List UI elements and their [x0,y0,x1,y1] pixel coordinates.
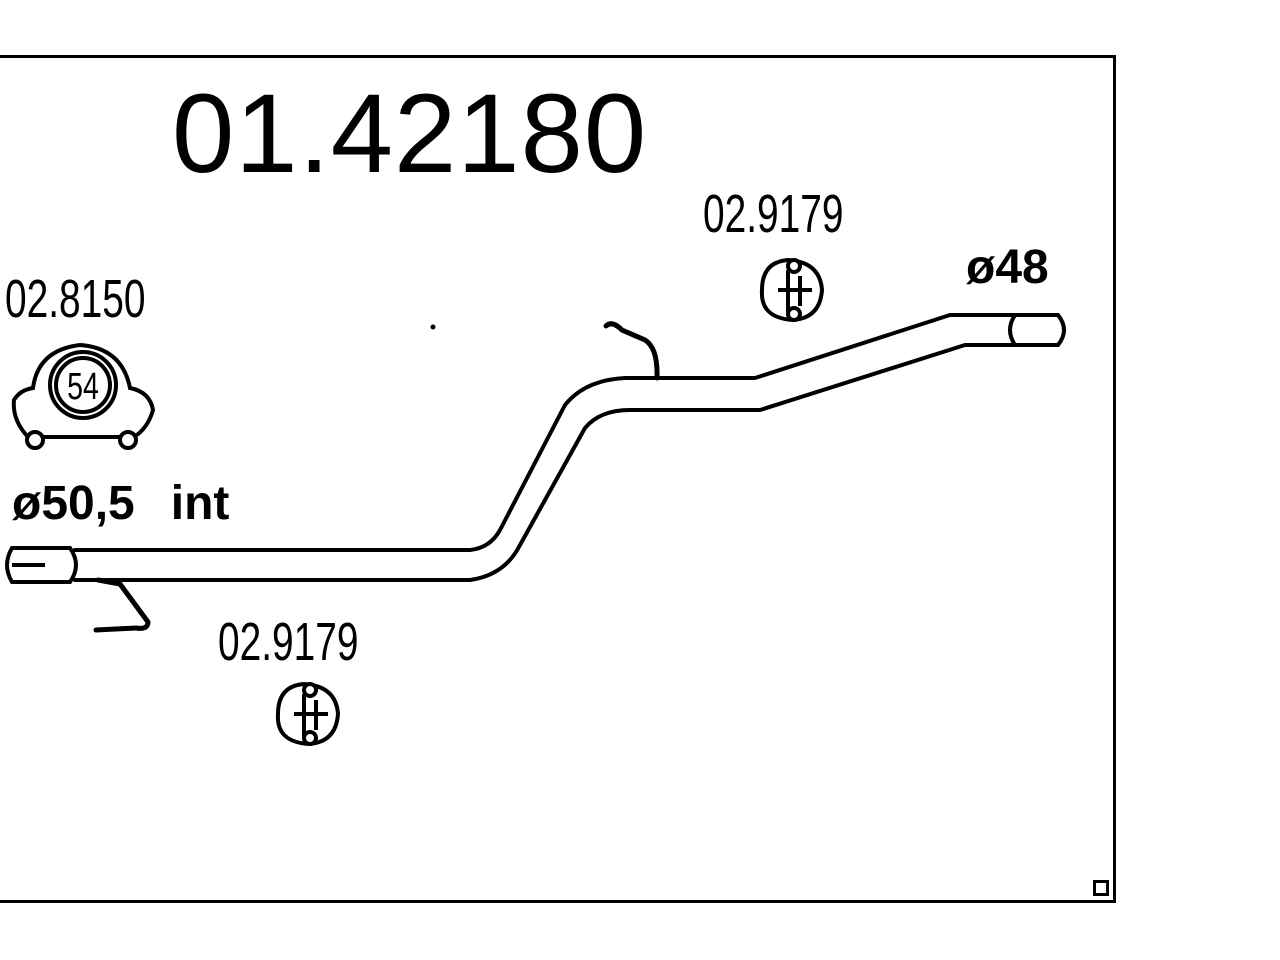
drawing-frame [0,55,1116,903]
stray-dot [430,324,436,330]
outlet-diameter-label: ø48 [966,241,1049,294]
hanger-top-part-code: 02.9179 [703,184,844,244]
rubber-hanger-icon [275,681,341,747]
hanger-bottom-part-code: 02.9179 [218,612,359,672]
inlet-socket [5,546,78,584]
outlet-end [1008,313,1066,347]
clamp-part-code: 02.8150 [5,269,146,329]
clamp-size-label: 54 [67,366,99,408]
mounting-bracket-bottom [93,577,151,633]
inlet-diameter: ø50,5 [12,477,135,530]
frame-corner-marker [1093,880,1109,896]
pipe-upper-wall [73,313,1017,552]
mounting-bracket-top [603,321,660,381]
inlet-diameter-label: ø50,5 int [12,480,229,528]
part-number: 01.42180 [172,71,648,196]
pipe-lower-wall [73,343,1017,582]
exhaust-pipe [73,313,1017,582]
rubber-hanger-icon [759,257,825,323]
inlet-type: int [170,477,230,530]
clamp-icon [11,342,156,450]
